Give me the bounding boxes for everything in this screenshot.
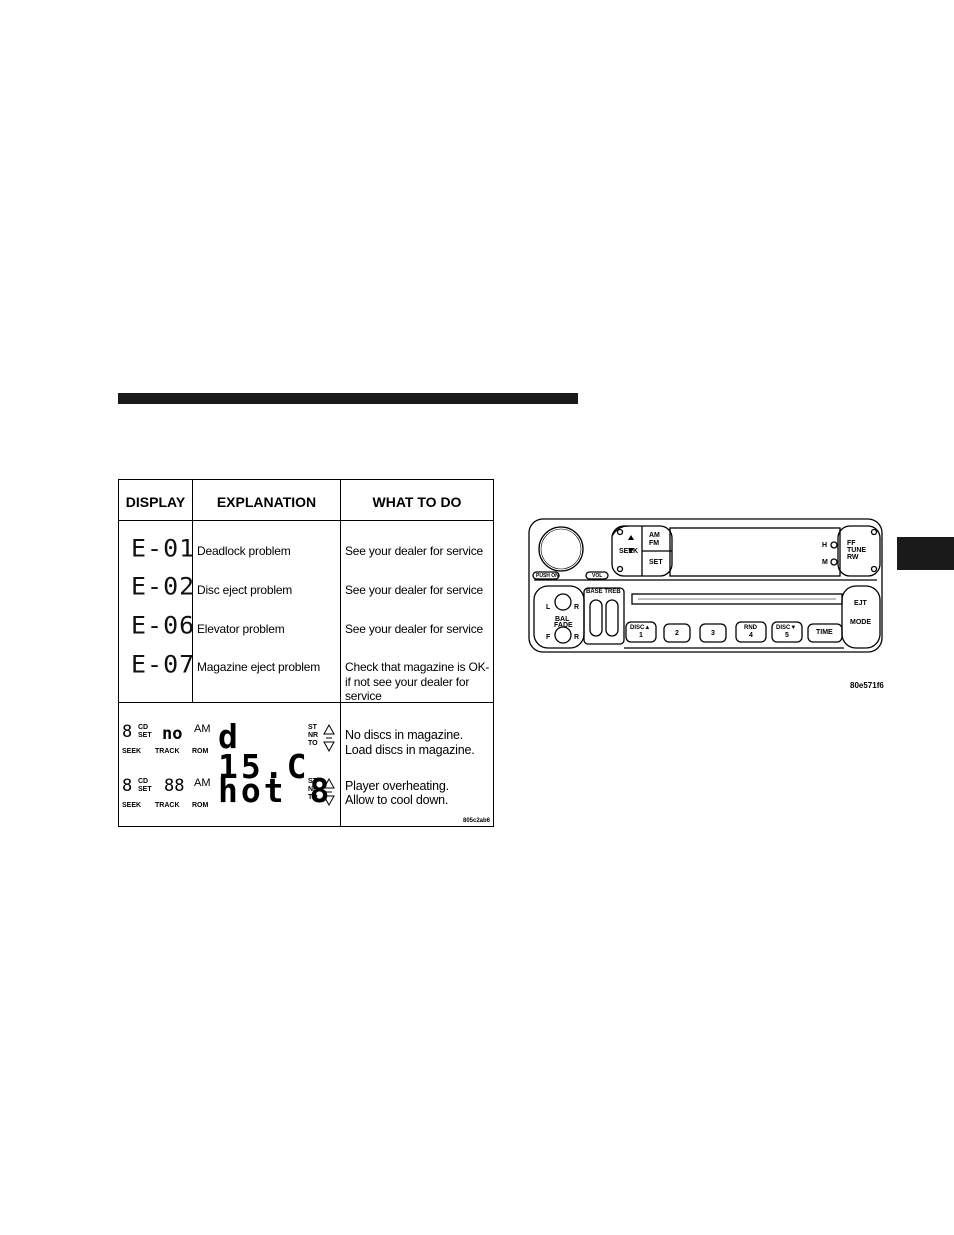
action-hot-line1: Player overheating. (345, 779, 449, 793)
disc-down-button[interactable]: DISC▼ (776, 625, 797, 631)
action-hot-line2: Allow to cool down. (345, 793, 449, 807)
lcd-level-indicator-icon (323, 778, 335, 806)
lcd-display-no-disc: 8 CD SET no AM d 15.C ST NR TO SEEK TRAC… (122, 720, 338, 783)
lcd-st: ST (308, 724, 317, 731)
column-divider (340, 480, 341, 826)
preset-2-button[interactable]: 2 (675, 630, 679, 637)
preset-3-button[interactable]: 3 (711, 630, 715, 637)
lcd-set: SET (138, 732, 152, 739)
error-code-e01: E-01 (131, 534, 196, 563)
bal-label: BAL (555, 616, 570, 623)
section-divider (119, 702, 493, 703)
h-label: H (822, 542, 828, 549)
mode-button[interactable]: MODE (850, 619, 871, 626)
fade-label: FADE (554, 622, 573, 629)
lcd-display-hot: 8 CD SET 88 AM hot 8 ST NR TO SEEK TRACK… (122, 771, 338, 814)
set-label: SET (649, 559, 663, 566)
error-code-e06: E-06 (131, 611, 196, 640)
lcd-nr: NR (308, 786, 319, 793)
tune-label: TUNE (847, 547, 867, 554)
f-label: F (546, 634, 551, 641)
push-on-label: PUSH ON (536, 573, 559, 579)
lcd-left-digit: 8 (122, 776, 133, 796)
explanation-e02: Disc eject problem (197, 583, 293, 597)
action-no-disc-line1: No discs in magazine. (345, 728, 464, 742)
l-label: L (546, 604, 551, 611)
header-divider (119, 520, 493, 521)
lcd-seek: SEEK (122, 802, 142, 809)
m-label: M (822, 559, 828, 566)
am-label: AM (649, 532, 660, 539)
lcd-am: AM (194, 723, 211, 735)
header-display: DISPLAY (125, 494, 186, 510)
action-e07-line1: Check that magazine is OK- (345, 660, 490, 674)
lcd-level-indicator-icon (323, 724, 335, 752)
vol-label: VOL (592, 573, 603, 579)
lcd-am: AM (194, 777, 211, 789)
column-divider (192, 480, 193, 702)
lcd-track: TRACK (155, 748, 180, 755)
header-explanation: EXPLANATION (216, 494, 317, 510)
lcd-cd: CD (138, 778, 149, 785)
r-top-label: R (574, 604, 580, 611)
table-figure-code: 805c2ab6 (463, 818, 491, 824)
action-e06: See your dealer for service (345, 622, 484, 636)
explanation-e01: Deadlock problem (197, 544, 291, 558)
lcd-to: TO (308, 740, 318, 747)
rnd-label: RND (744, 625, 757, 631)
action-e02: See your dealer for service (345, 583, 484, 597)
disc-up-button[interactable]: DISC▲ (630, 625, 651, 631)
header-what-to-do: WHAT TO DO (372, 494, 462, 510)
error-code-e07: E-07 (131, 650, 196, 679)
rw-label: RW (847, 554, 859, 561)
radio-line-art (528, 518, 883, 653)
action-no-disc-line2: Load discs in magazine. (345, 743, 475, 757)
lcd-rom: ROM (192, 802, 209, 809)
radio-figure-code: 80e571f6 (850, 681, 884, 690)
lcd-to: TO (308, 794, 318, 801)
explanation-e06: Elevator problem (197, 622, 285, 636)
lcd-rom: ROM (192, 748, 209, 755)
section-rule-bar (118, 393, 578, 404)
chapter-thumb-tab (897, 537, 954, 570)
ff-label: FF (847, 540, 856, 547)
lcd-left-digit: 8 (122, 722, 133, 742)
cd-error-display-table: DISPLAY EXPLANATION WHAT TO DO E-01 Dead… (118, 479, 494, 827)
lcd-set: SET (138, 786, 152, 793)
r-bottom-label: R (574, 634, 580, 641)
error-code-e02: E-02 (131, 572, 196, 601)
lcd-mid: 88 (164, 776, 185, 796)
preset-1-button[interactable]: 1 (639, 632, 643, 639)
action-e01: See your dealer for service (345, 544, 484, 558)
explanation-e07: Magazine eject problem (197, 660, 321, 674)
preset-4-button[interactable]: 4 (749, 632, 753, 639)
base-treb-label: BASE TREB (586, 589, 621, 595)
lcd-seek: SEEK (122, 748, 142, 755)
lcd-main-text: hot 8 (218, 771, 333, 810)
fm-label: FM (649, 540, 660, 547)
radio-faceplate-illustration: AM FM SET SEEK FF TUNE RW H M PUSH ON VO… (528, 518, 883, 654)
preset-5-button[interactable]: 5 (785, 632, 789, 639)
action-e07-line2: if not see your dealer for service (345, 675, 470, 703)
lcd-track: TRACK (155, 802, 180, 809)
lcd-nr: NR (308, 732, 319, 739)
time-button[interactable]: TIME (816, 629, 833, 636)
seek-label: SEEK (619, 548, 639, 555)
lcd-mid: no (162, 724, 183, 744)
lcd-cd: CD (138, 724, 149, 731)
lcd-main-text: d 15.C (218, 717, 310, 786)
eject-button[interactable]: EJT (854, 600, 867, 607)
lcd-st: ST (308, 778, 317, 785)
